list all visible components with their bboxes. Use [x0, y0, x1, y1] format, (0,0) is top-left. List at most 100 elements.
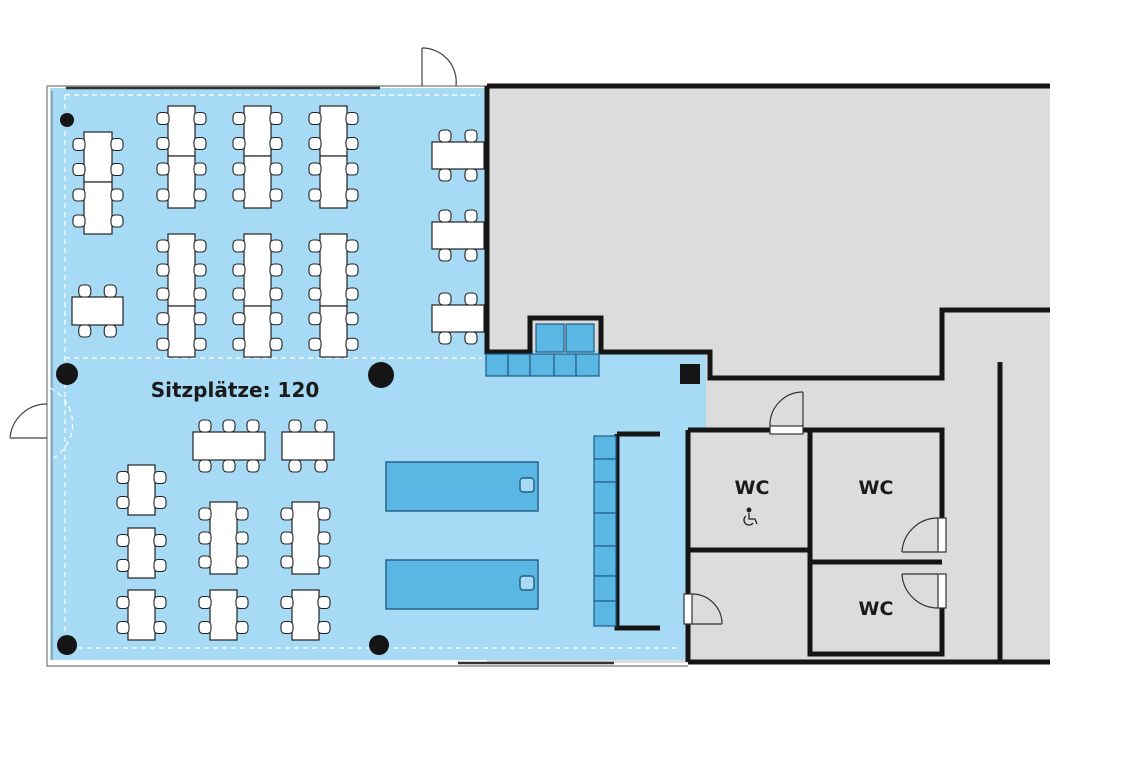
- chair: [116, 495, 130, 510]
- chair: [153, 595, 167, 610]
- chair: [116, 533, 130, 548]
- chair: [198, 419, 212, 433]
- chair: [314, 419, 328, 433]
- chair: [198, 459, 212, 473]
- chair: [156, 312, 170, 326]
- columns: [56, 113, 394, 655]
- chair: [269, 188, 283, 202]
- chair: [308, 239, 322, 253]
- table: [127, 464, 156, 516]
- chair: [198, 507, 212, 521]
- chair: [193, 337, 207, 351]
- hall-door-left: [9, 387, 74, 461]
- chair: [156, 263, 170, 277]
- chair: [438, 168, 452, 182]
- chair: [198, 531, 212, 545]
- chair: [235, 531, 249, 545]
- chair: [116, 595, 130, 610]
- chair: [232, 111, 246, 126]
- chair: [72, 188, 86, 202]
- wheelchair-icon: [743, 507, 758, 526]
- chair: [345, 337, 359, 351]
- table: [319, 305, 348, 358]
- hall-door-top: [421, 47, 457, 87]
- table: [209, 501, 238, 575]
- chair: [193, 162, 207, 176]
- chair: [280, 620, 294, 635]
- chair: [156, 287, 170, 301]
- chair: [110, 188, 124, 202]
- chair: [153, 495, 167, 510]
- chair: [308, 312, 322, 326]
- chair: [116, 558, 130, 573]
- table: [291, 501, 320, 575]
- column-square: [680, 364, 700, 384]
- seating-capacity-label: Sitzplätze: 120: [151, 378, 320, 402]
- chair: [308, 111, 322, 126]
- chair: [280, 531, 294, 545]
- chair: [246, 459, 260, 473]
- chair: [269, 287, 283, 301]
- table: [431, 221, 485, 250]
- chair: [198, 595, 212, 610]
- chair: [345, 188, 359, 202]
- chair: [232, 239, 246, 253]
- chair: [280, 507, 294, 521]
- chair: [308, 287, 322, 301]
- chair: [153, 470, 167, 485]
- chair: [72, 162, 86, 177]
- wc-label: WC: [859, 598, 894, 620]
- chair: [345, 263, 359, 277]
- chair: [156, 239, 170, 253]
- table: [281, 431, 335, 461]
- chair: [72, 214, 86, 228]
- bar-counter-top: [485, 323, 600, 377]
- chair: [317, 620, 331, 635]
- chair: [269, 337, 283, 351]
- chair: [288, 459, 302, 473]
- chair: [269, 263, 283, 277]
- table: [167, 233, 196, 307]
- chair: [232, 136, 246, 151]
- chair: [193, 312, 207, 326]
- chair: [235, 620, 249, 635]
- chair: [235, 595, 249, 610]
- chair: [288, 419, 302, 433]
- chair: [110, 162, 124, 177]
- table: [127, 589, 156, 641]
- table: [319, 105, 348, 157]
- chair: [222, 459, 236, 473]
- chair: [198, 555, 212, 569]
- chair: [308, 136, 322, 151]
- table: [167, 105, 196, 157]
- bar-counter-side: [593, 435, 617, 627]
- chair: [235, 555, 249, 569]
- table: [431, 304, 485, 333]
- chair: [438, 248, 452, 262]
- chair: [438, 129, 452, 143]
- table: [431, 141, 485, 170]
- chair: [103, 324, 117, 338]
- chair: [246, 419, 260, 433]
- chair: [317, 531, 331, 545]
- table: [243, 155, 272, 209]
- chair: [345, 287, 359, 301]
- chair: [232, 287, 246, 301]
- chair: [317, 595, 331, 610]
- chair: [232, 312, 246, 326]
- table: [319, 155, 348, 209]
- table: [291, 589, 320, 641]
- chair: [464, 168, 478, 182]
- chair: [345, 111, 359, 126]
- chair: [308, 263, 322, 277]
- table: [71, 296, 124, 326]
- chair: [116, 620, 130, 635]
- wc-label: WC: [735, 477, 770, 499]
- walls: [484, 83, 1050, 665]
- chair: [72, 137, 86, 152]
- chair: [464, 129, 478, 143]
- chair: [308, 337, 322, 351]
- chair: [153, 620, 167, 635]
- chair: [269, 312, 283, 326]
